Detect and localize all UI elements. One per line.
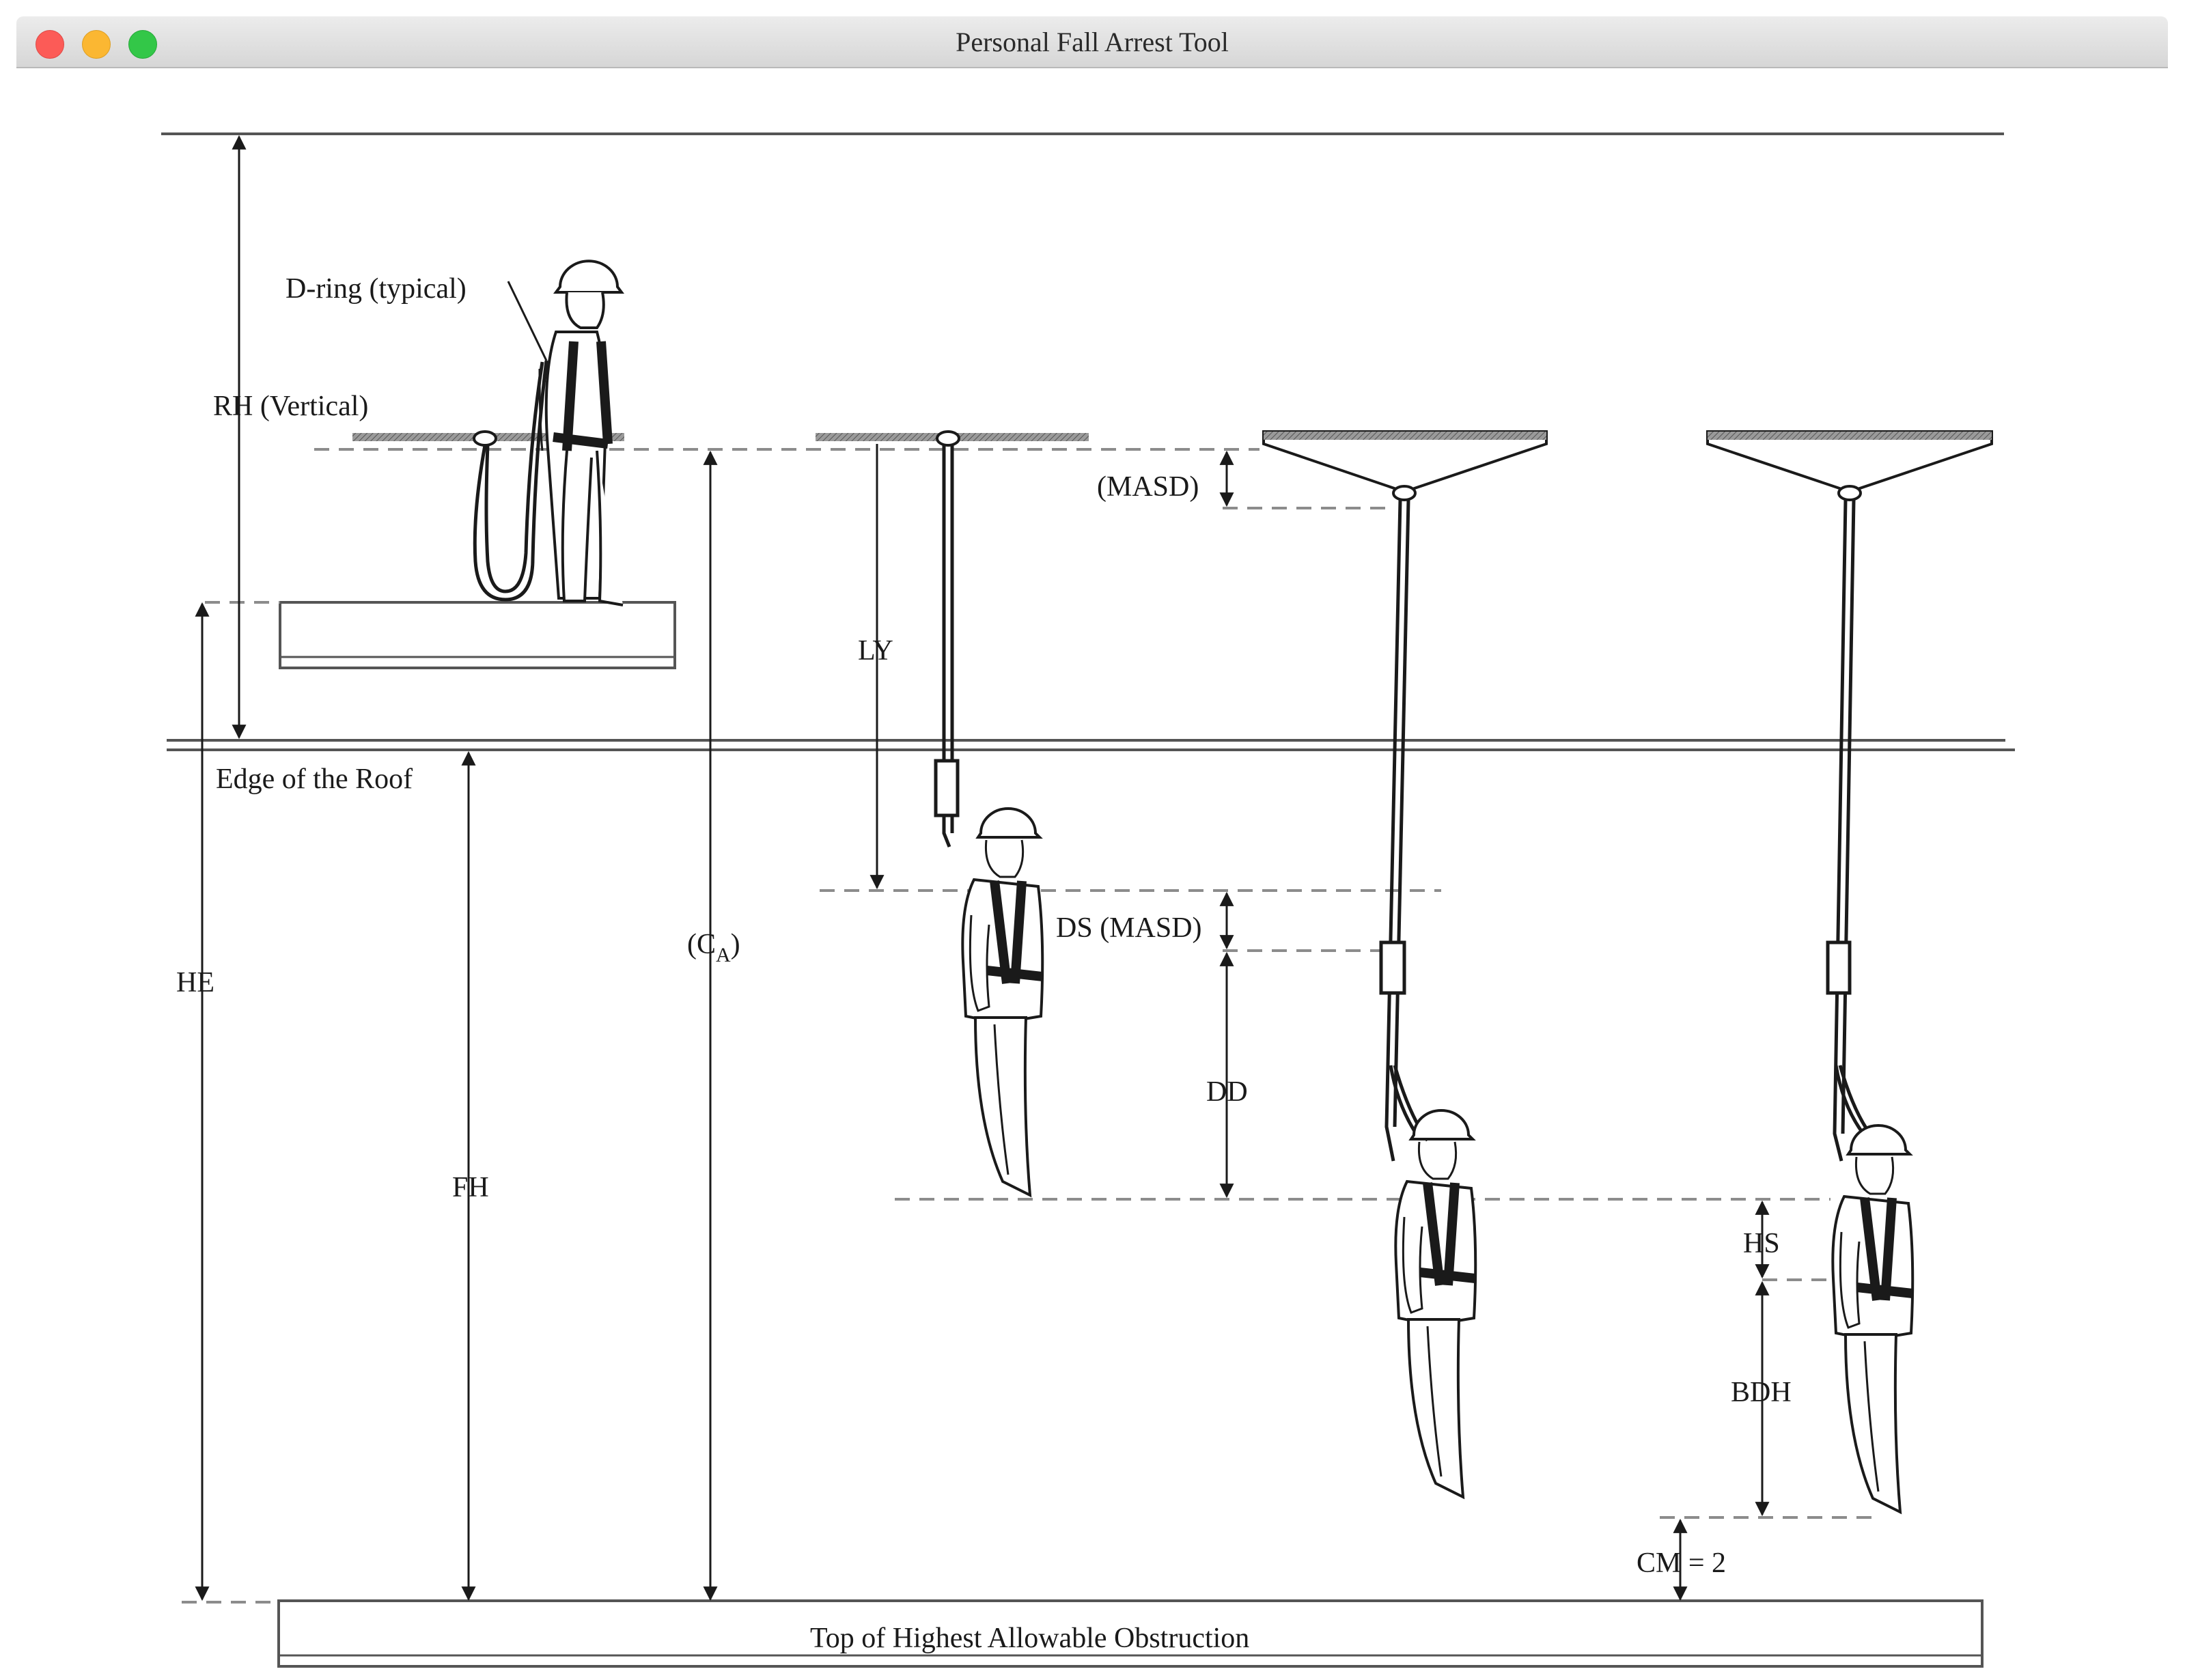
anchor-v-2 [1706,430,1993,494]
shock-absorber-icon [1826,940,1852,995]
anchor-icon [473,430,497,447]
lanyard-1 [934,445,960,848]
label-he: HE [176,967,214,998]
dimension-arrows [195,135,1770,1601]
label-bdh: BDH [1731,1377,1792,1408]
label-dd: DD [1206,1076,1248,1108]
label-cm: CM = 2 [1637,1548,1726,1579]
anchor-icon [1837,485,1862,501]
label-d-ring: D-ring (typical) [286,273,467,305]
title-bar: Personal Fall Arrest Tool [16,16,2168,68]
minimize-button[interactable] [82,30,111,59]
label-hs: HS [1743,1228,1780,1259]
roof-platform [279,601,676,669]
zoom-button[interactable] [128,30,157,59]
worker-figure-icon [962,809,1042,1195]
label-fh: FH [452,1172,489,1203]
close-button[interactable] [36,30,64,59]
label-ds-masd: DS (MASD) [1056,912,1202,944]
lanyard-2 [1379,499,1430,1162]
shock-absorber-icon [1379,940,1406,995]
anchor-icon [1392,485,1417,501]
anchor-icon [936,430,960,447]
label-rh: RH (Vertical) [213,391,368,422]
label-edge-roof: Edge of the Roof [216,764,413,795]
lanyard-3 [1826,499,1874,1162]
lanyard-loop [473,360,548,602]
shock-absorber-icon [934,759,960,817]
anchor-v-1 [1262,430,1548,494]
label-ly: LY [858,635,893,667]
worker-figure-icon [538,260,624,606]
label-obstruction: Top of Highest Allowable Obstruction [810,1623,1249,1654]
worker-figure-icon [1395,1110,1475,1497]
label-ca: (CA) [687,929,740,966]
window-title: Personal Fall Arrest Tool [956,27,1229,57]
worker-figure-icon [1833,1125,1912,1512]
app-window: Personal Fall Arrest Tool [16,16,2168,1669]
dashed-reference-lines [182,448,1871,1604]
label-masd: (MASD) [1097,471,1199,503]
